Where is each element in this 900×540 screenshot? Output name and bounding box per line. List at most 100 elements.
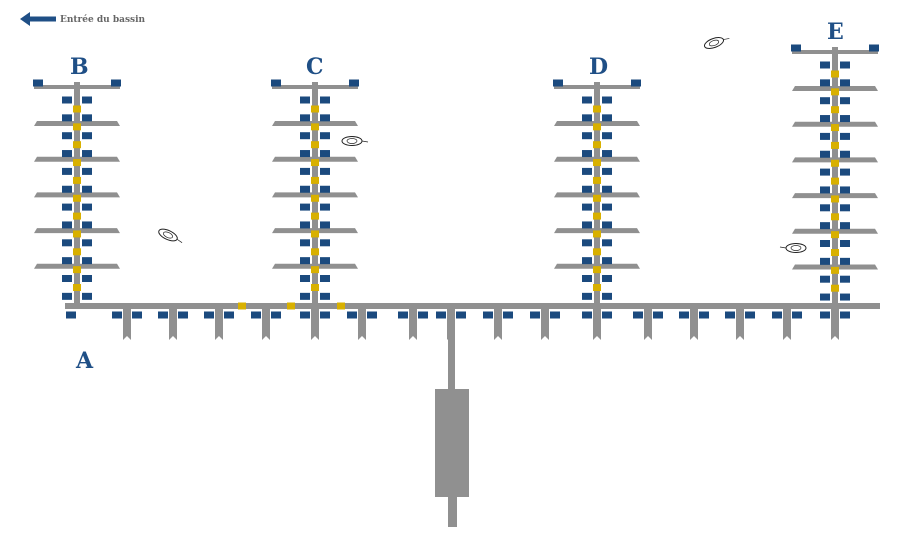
berth-slot[interactable]: [582, 96, 592, 104]
berth-slot[interactable]: [82, 257, 92, 265]
berth-slot[interactable]: [772, 311, 782, 319]
berth-slot[interactable]: [112, 311, 122, 319]
berth-slot[interactable]: [82, 185, 92, 193]
berth-slot[interactable]: [840, 257, 850, 265]
berth-slot[interactable]: [62, 292, 72, 300]
berth-slot[interactable]: [62, 114, 72, 122]
berth-slot[interactable]: [320, 132, 330, 140]
berth-slot[interactable]: [456, 311, 466, 319]
berth-slot[interactable]: [300, 167, 310, 175]
berth-slot[interactable]: [82, 292, 92, 300]
berth-slot[interactable]: [320, 292, 330, 300]
berth-slot[interactable]: [398, 311, 408, 319]
berth-slot[interactable]: [820, 168, 830, 176]
berth-slot[interactable]: [300, 132, 310, 140]
berth-slot[interactable]: [820, 115, 830, 123]
berth-slot[interactable]: [300, 114, 310, 122]
berth-slot[interactable]: [582, 311, 592, 319]
berth-slot[interactable]: [820, 257, 830, 265]
berth-slot[interactable]: [271, 79, 281, 87]
berth-slot[interactable]: [82, 167, 92, 175]
berth-slot[interactable]: [791, 44, 801, 52]
berth-slot[interactable]: [82, 150, 92, 158]
berth-slot[interactable]: [158, 311, 168, 319]
berth-slot[interactable]: [820, 275, 830, 283]
berth-slot[interactable]: [820, 186, 830, 194]
berth-slot[interactable]: [582, 203, 592, 211]
berth-slot[interactable]: [840, 168, 850, 176]
berth-slot[interactable]: [869, 44, 879, 52]
berth-slot[interactable]: [82, 132, 92, 140]
berth-slot[interactable]: [820, 293, 830, 301]
berth-slot[interactable]: [602, 221, 612, 229]
berth-slot[interactable]: [602, 167, 612, 175]
berth-slot[interactable]: [132, 311, 142, 319]
berth-slot[interactable]: [550, 311, 560, 319]
berth-slot[interactable]: [725, 311, 735, 319]
berth-slot[interactable]: [840, 97, 850, 105]
berth-slot[interactable]: [553, 79, 563, 87]
berth-slot[interactable]: [699, 311, 709, 319]
berth-slot[interactable]: [820, 204, 830, 212]
berth-slot[interactable]: [251, 311, 261, 319]
berth-slot[interactable]: [271, 311, 281, 319]
berth-slot[interactable]: [582, 150, 592, 158]
berth-slot[interactable]: [300, 185, 310, 193]
berth-slot[interactable]: [820, 150, 830, 158]
berth-slot[interactable]: [347, 311, 357, 319]
berth-slot[interactable]: [602, 114, 612, 122]
berth-slot[interactable]: [418, 311, 428, 319]
berth-slot[interactable]: [62, 221, 72, 229]
berth-slot[interactable]: [111, 79, 121, 87]
berth-slot[interactable]: [633, 311, 643, 319]
berth-slot[interactable]: [66, 311, 76, 319]
berth-slot[interactable]: [300, 96, 310, 104]
berth-slot[interactable]: [300, 275, 310, 282]
berth-slot[interactable]: [82, 239, 92, 247]
berth-slot[interactable]: [62, 96, 72, 104]
berth-slot[interactable]: [653, 311, 663, 319]
berth-slot[interactable]: [582, 257, 592, 265]
berth-slot[interactable]: [62, 167, 72, 175]
berth-slot[interactable]: [300, 150, 310, 158]
berth-slot[interactable]: [320, 96, 330, 104]
berth-slot[interactable]: [300, 221, 310, 229]
berth-slot[interactable]: [602, 185, 612, 193]
berth-slot[interactable]: [530, 311, 540, 319]
berth-slot[interactable]: [840, 61, 850, 69]
berth-slot[interactable]: [602, 311, 612, 319]
berth-slot[interactable]: [204, 311, 214, 319]
berth-slot[interactable]: [367, 311, 377, 319]
berth-slot[interactable]: [840, 186, 850, 194]
berth-slot[interactable]: [320, 275, 330, 282]
berth-slot[interactable]: [602, 292, 612, 300]
berth-slot[interactable]: [320, 167, 330, 175]
berth-slot[interactable]: [320, 203, 330, 211]
berth-slot[interactable]: [62, 275, 72, 282]
berth-slot[interactable]: [82, 221, 92, 229]
berth-slot[interactable]: [582, 275, 592, 282]
berth-slot[interactable]: [820, 311, 830, 319]
berth-slot[interactable]: [582, 239, 592, 247]
berth-slot[interactable]: [224, 311, 234, 319]
berth-slot[interactable]: [582, 292, 592, 300]
berth-slot[interactable]: [33, 79, 43, 87]
berth-slot[interactable]: [349, 79, 359, 87]
berth-slot[interactable]: [602, 203, 612, 211]
berth-slot[interactable]: [320, 221, 330, 229]
berth-slot[interactable]: [503, 311, 513, 319]
berth-slot[interactable]: [82, 203, 92, 211]
berth-slot[interactable]: [483, 311, 493, 319]
berth-slot[interactable]: [602, 239, 612, 247]
berth-slot[interactable]: [82, 114, 92, 122]
berth-slot[interactable]: [582, 221, 592, 229]
berth-slot[interactable]: [320, 311, 330, 319]
berth-slot[interactable]: [820, 132, 830, 140]
berth-slot[interactable]: [300, 239, 310, 247]
berth-slot[interactable]: [840, 132, 850, 140]
berth-slot[interactable]: [62, 257, 72, 265]
berth-slot[interactable]: [62, 150, 72, 158]
berth-slot[interactable]: [62, 132, 72, 140]
berth-slot[interactable]: [320, 150, 330, 158]
berth-slot[interactable]: [320, 114, 330, 122]
